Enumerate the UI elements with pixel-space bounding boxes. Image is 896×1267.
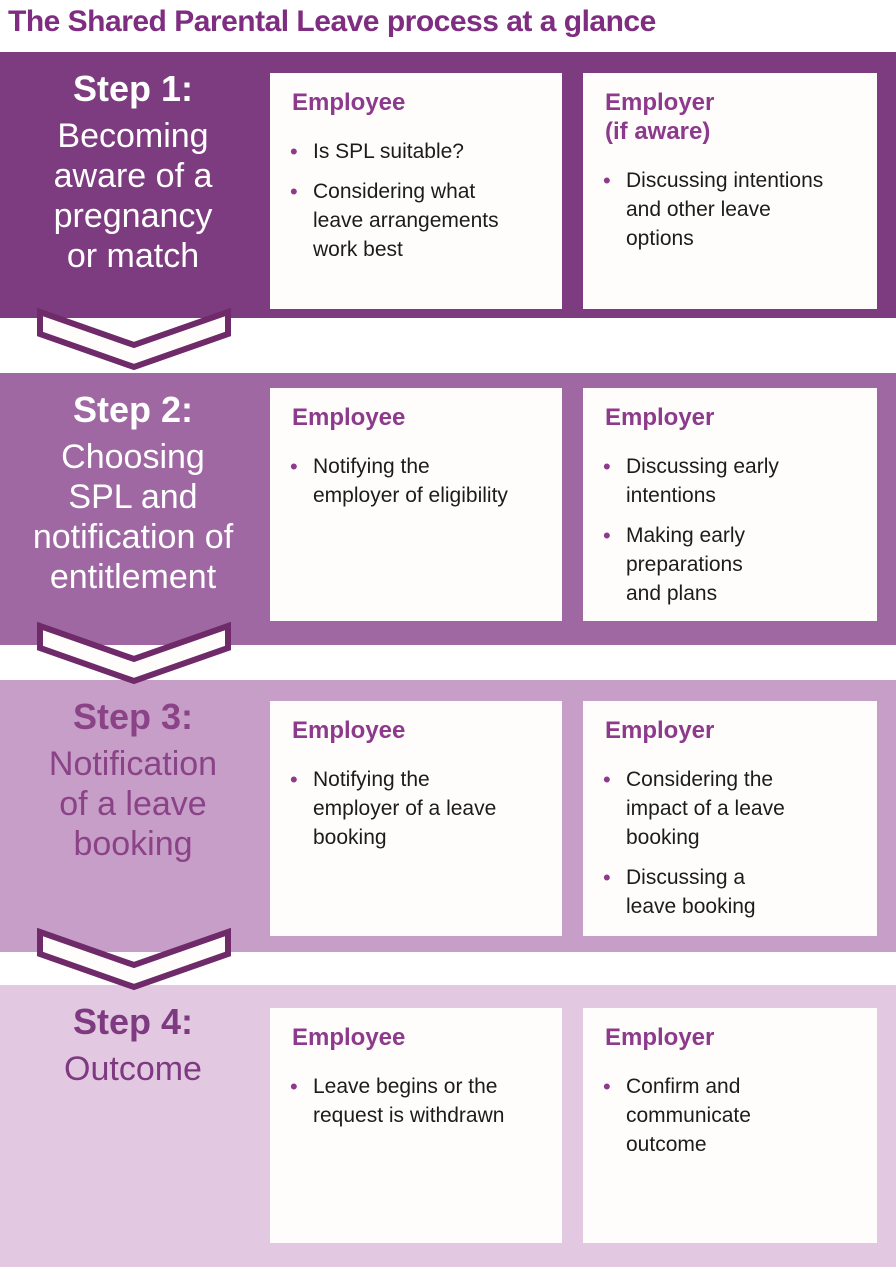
step-2-label: Step 2: Choosing SPL and notification of… <box>0 389 266 597</box>
bullet-item: Leave begins or the request is withdrawn <box>270 1072 554 1130</box>
step-2-employee-box: Employee Notifying the employer of eligi… <box>270 388 562 621</box>
employer-heading: Employer (if aware) <box>605 89 715 145</box>
step-2-subtitle: Choosing SPL and notification of entitle… <box>32 438 234 597</box>
employer-bullets: Discussing intentions and other leave op… <box>583 166 869 253</box>
bullet-item: Confirm and communicate outcome <box>583 1072 869 1159</box>
employer-bullets: Confirm and communicate outcome <box>583 1072 869 1159</box>
step-4-name: Step 4: <box>72 1001 194 1042</box>
employer-heading: Employer <box>605 404 715 431</box>
employer-heading: Employer <box>605 717 715 744</box>
employee-bullets: Is SPL suitable? Considering what leave … <box>270 137 554 264</box>
step-3-employer-box: Employer Considering the impact of a lea… <box>583 701 877 936</box>
step-1-label: Step 1: Becoming aware of a pregnancy or… <box>0 68 266 276</box>
step-2-band: Step 2: Choosing SPL and notification of… <box>0 373 896 645</box>
bullet-item: Considering the impact of a leave bookin… <box>583 765 869 852</box>
bullet-item: Notifying the employer of eligibility <box>270 452 554 510</box>
employer-bullets: Discussing early intentions Making early… <box>583 452 869 608</box>
bullet-item: Discussing a leave booking <box>583 863 869 921</box>
bullet-item: Discussing early intentions <box>583 452 869 510</box>
step-3-band: Step 3: Notification of a leave booking … <box>0 680 896 952</box>
step-1-band: Step 1: Becoming aware of a pregnancy or… <box>0 52 896 318</box>
chevron-down-icon <box>37 622 231 685</box>
page-title: The Shared Parental Leave process at a g… <box>8 5 656 38</box>
bullet-item: Notifying the employer of a leave bookin… <box>270 765 554 852</box>
step-4-employer-box: Employer Confirm and communicate outcome <box>583 1008 877 1243</box>
step-4-employee-box: Employee Leave begins or the request is … <box>270 1008 562 1243</box>
step-1-name: Step 1: <box>72 68 194 109</box>
step-3-name: Step 3: <box>72 696 194 737</box>
step-3-label: Step 3: Notification of a leave booking <box>0 696 266 864</box>
step-1-employer-box: Employer (if aware) Discussing intention… <box>583 73 877 309</box>
bullet-item: Considering what leave arrangements work… <box>270 177 554 264</box>
step-2-name: Step 2: <box>72 389 194 430</box>
employee-heading: Employee <box>292 89 406 116</box>
step-2-employer-box: Employer Discussing early intentions Mak… <box>583 388 877 621</box>
step-4-label: Step 4: Outcome <box>0 1001 266 1089</box>
bullet-item: Is SPL suitable? <box>270 137 554 166</box>
employer-bullets: Considering the impact of a leave bookin… <box>583 765 869 921</box>
employee-heading: Employee <box>292 717 406 744</box>
chevron-down-icon <box>37 928 231 991</box>
bullet-item: Making early preparations and plans <box>583 521 869 608</box>
bullet-item: Discussing intentions and other leave op… <box>583 166 869 253</box>
employee-bullets: Notifying the employer of eligibility <box>270 452 554 510</box>
step-1-employee-box: Employee Is SPL suitable? Considering wh… <box>270 73 562 309</box>
step-1-subtitle: Becoming aware of a pregnancy or match <box>53 117 213 276</box>
employee-bullets: Notifying the employer of a leave bookin… <box>270 765 554 852</box>
step-4-band: Step 4: Outcome Employee Leave begins or… <box>0 985 896 1267</box>
step-4-subtitle: Outcome <box>64 1050 202 1089</box>
step-3-employee-box: Employee Notifying the employer of a lea… <box>270 701 562 936</box>
step-3-subtitle: Notification of a leave booking <box>48 745 218 864</box>
employee-heading: Employee <box>292 1024 406 1051</box>
employee-bullets: Leave begins or the request is withdrawn <box>270 1072 554 1130</box>
employer-heading: Employer <box>605 1024 715 1051</box>
employee-heading: Employee <box>292 404 406 431</box>
chevron-down-icon <box>37 308 231 371</box>
